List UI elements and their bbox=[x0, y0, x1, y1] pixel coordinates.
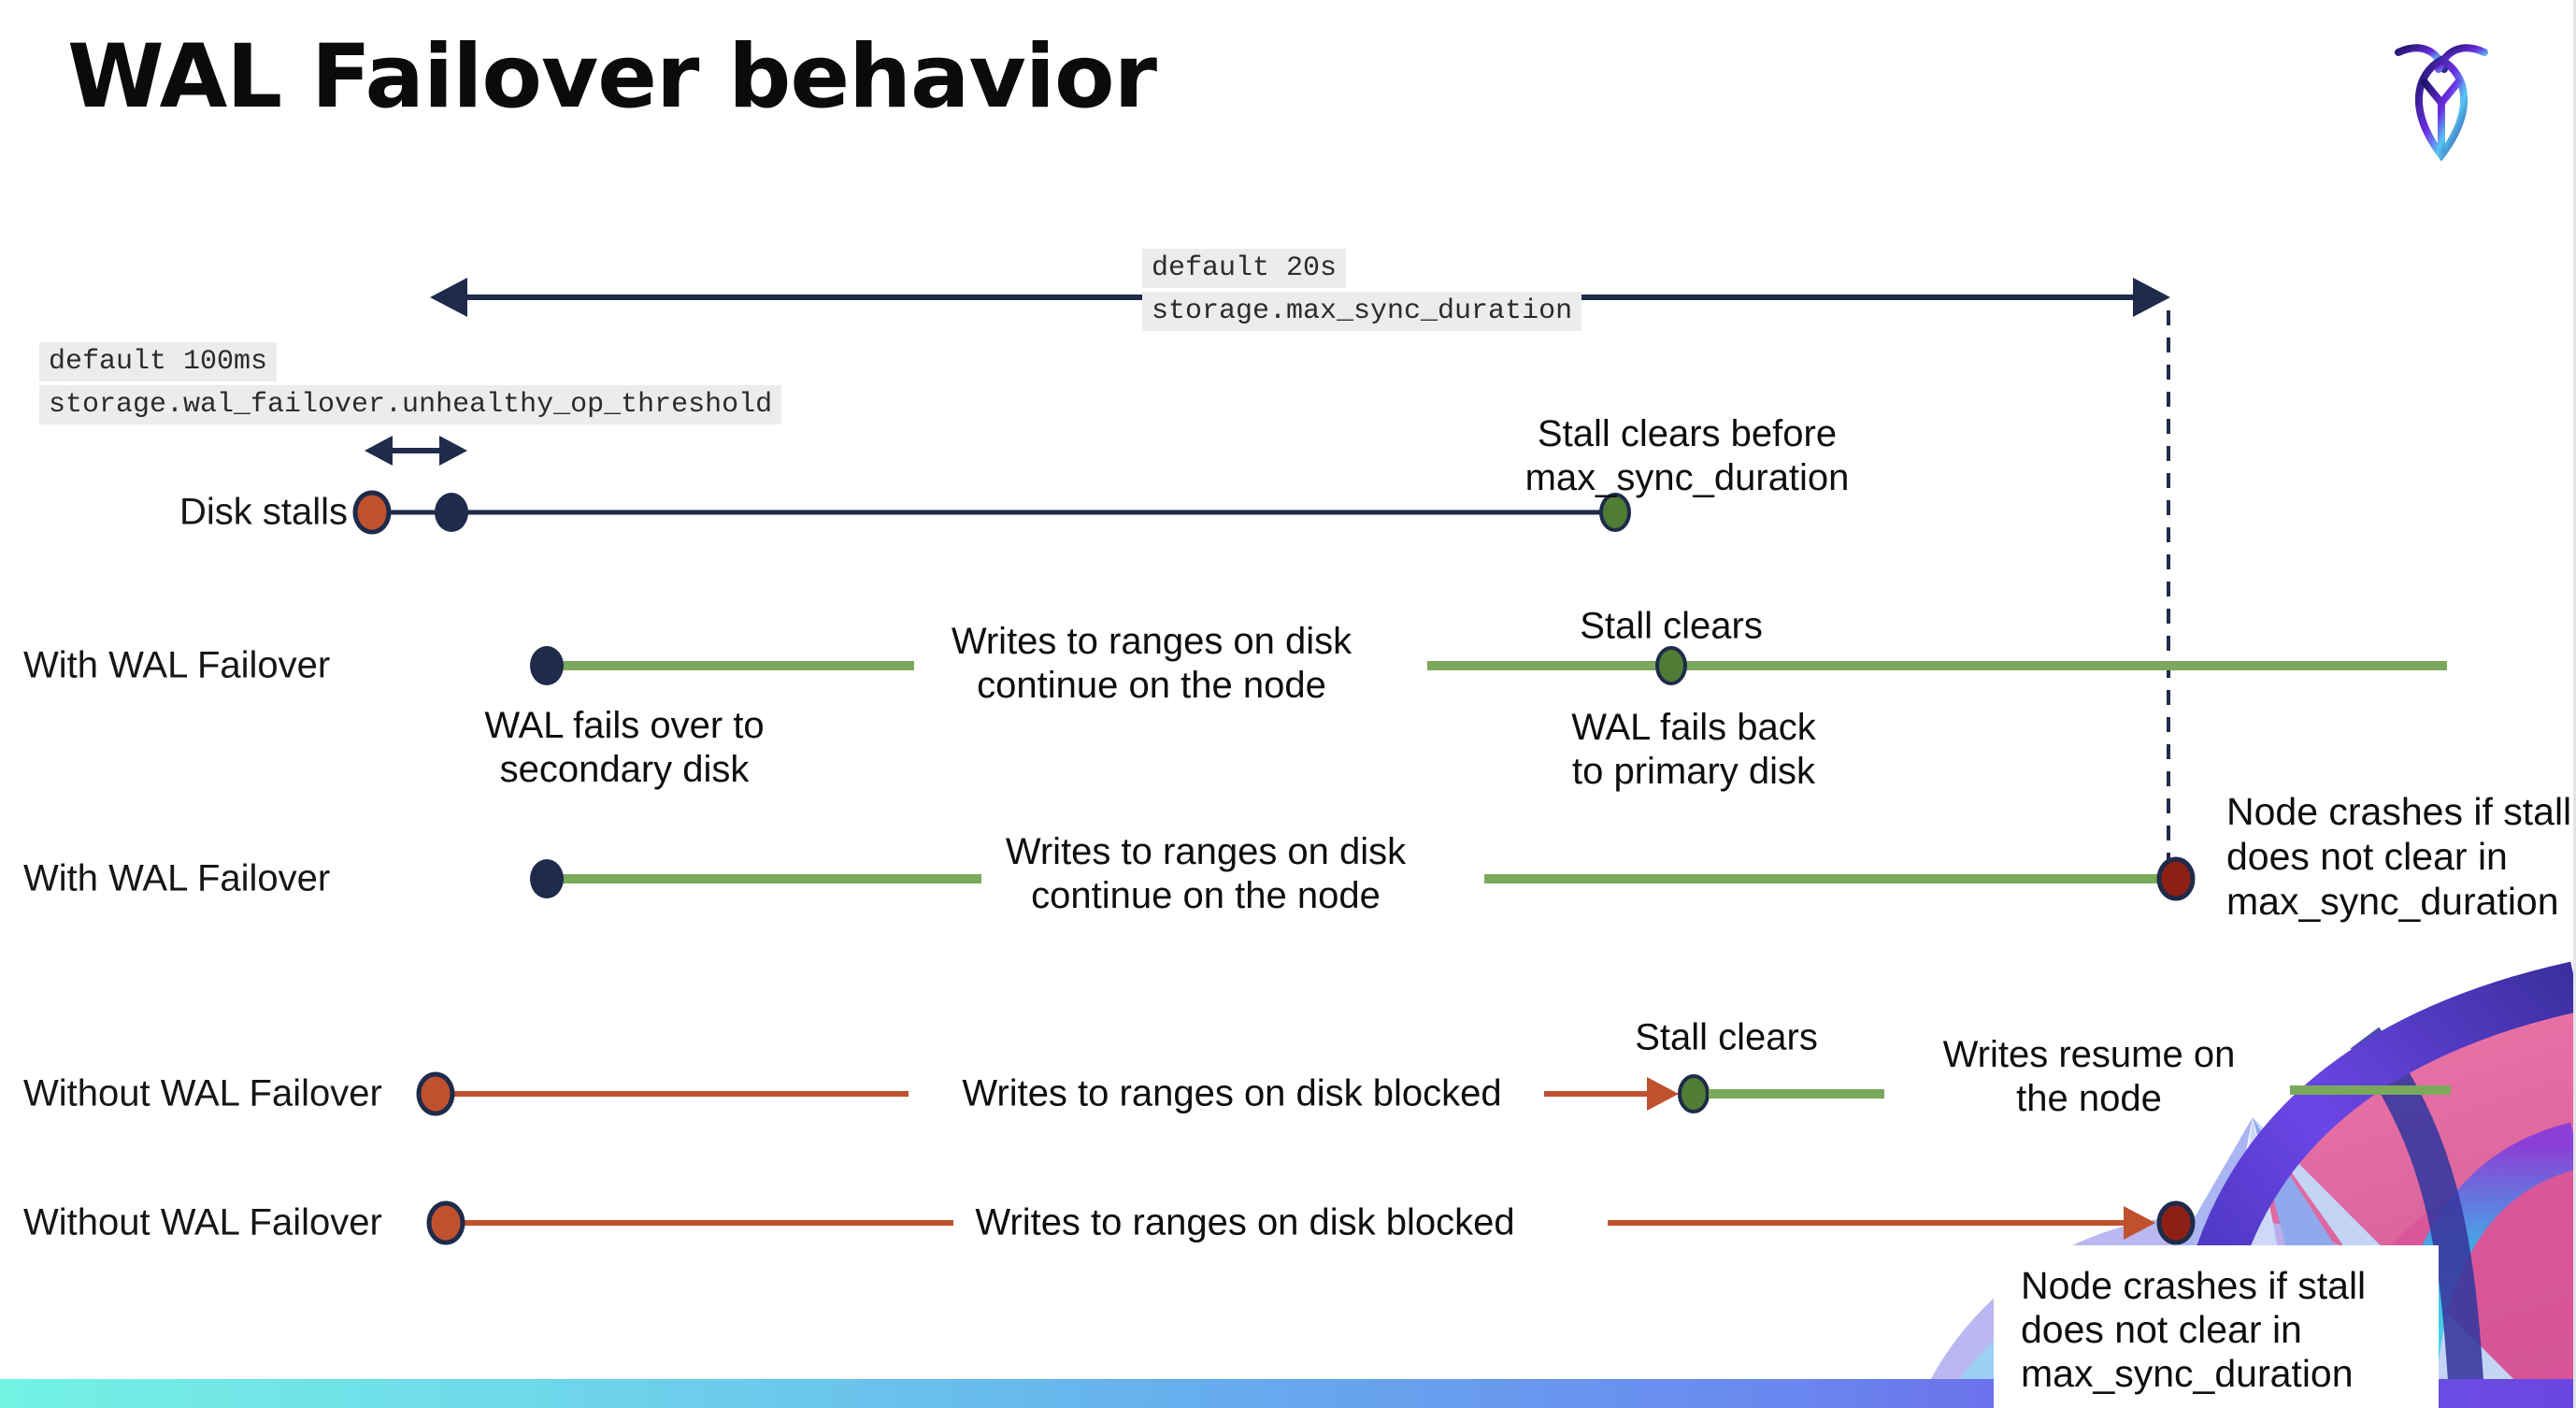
disk-stall-start-dot bbox=[426, 1200, 465, 1245]
note-writes-blocked: Writes to ranges on disk blocked bbox=[975, 1201, 1515, 1243]
note-node-crashes: Node crashes if stall does not clear in … bbox=[2226, 790, 2572, 923]
note-writes-resume: Writes resume on the node bbox=[1942, 1033, 2236, 1119]
disk-stall-start-dot bbox=[352, 490, 392, 535]
threshold-reached-dot bbox=[435, 493, 468, 532]
page-title: WAL Failover behavior bbox=[67, 26, 1157, 128]
threshold-setting-chip: storage.wal_failover.unhealthy_op_thresh… bbox=[39, 385, 782, 424]
disk-stall-start-dot bbox=[416, 1071, 455, 1116]
row-label-without-wal-failover-2: Without WAL Failover bbox=[23, 1201, 382, 1243]
logo-inner-y bbox=[2421, 79, 2462, 153]
max-sync-setting-chip: storage.max_sync_duration bbox=[1142, 292, 1582, 331]
failover-dot bbox=[530, 859, 564, 898]
row-label-with-wal-failover-1: With WAL Failover bbox=[23, 644, 331, 686]
note-wal-fails-over: WAL fails over to secondary disk bbox=[484, 704, 765, 790]
note-wal-fails-back: WAL fails back to primary disk bbox=[1571, 706, 1816, 792]
stall-clear-dot bbox=[1655, 646, 1687, 685]
arrowhead-right-icon bbox=[439, 436, 467, 466]
note-writes-continue: Writes to ranges on disk continue on the… bbox=[951, 620, 1352, 706]
row-label-disk-stalls: Disk stalls bbox=[179, 491, 348, 533]
note-writes-continue: Writes to ranges on disk continue on the… bbox=[1005, 830, 1407, 916]
note-stall-clears-before: Stall clears before max_sync_duration bbox=[1524, 412, 1850, 498]
arrowhead-left-icon bbox=[430, 278, 467, 317]
artwork-indigo-band bbox=[2350, 1027, 2485, 1408]
node-crash-dot bbox=[2156, 856, 2196, 901]
stall-clear-dot bbox=[1678, 1074, 1710, 1113]
slide-edge-divider bbox=[2573, 0, 2576, 1408]
arrowhead-left-icon bbox=[365, 436, 393, 466]
cockroach-labs-logo-icon bbox=[2395, 44, 2488, 162]
failover-dot bbox=[530, 646, 564, 685]
arrowhead-right-icon bbox=[2133, 278, 2170, 317]
note-node-crashes: Node crashes if stall does not clear in … bbox=[2021, 1264, 2367, 1396]
arrowhead-right-icon bbox=[1647, 1077, 1679, 1111]
row-label-with-wal-failover-2: With WAL Failover bbox=[23, 857, 331, 899]
threshold-default-chip: default 100ms bbox=[39, 342, 278, 381]
note-stall-clears: Stall clears bbox=[1580, 605, 1763, 647]
crash-note-card bbox=[1994, 1245, 2439, 1408]
note-writes-blocked: Writes to ranges on disk blocked bbox=[962, 1072, 1502, 1114]
row-label-without-wal-failover-1: Without WAL Failover bbox=[23, 1072, 382, 1114]
max-sync-default-chip: default 20s bbox=[1142, 249, 1347, 288]
note-stall-clears: Stall clears bbox=[1635, 1016, 1818, 1058]
